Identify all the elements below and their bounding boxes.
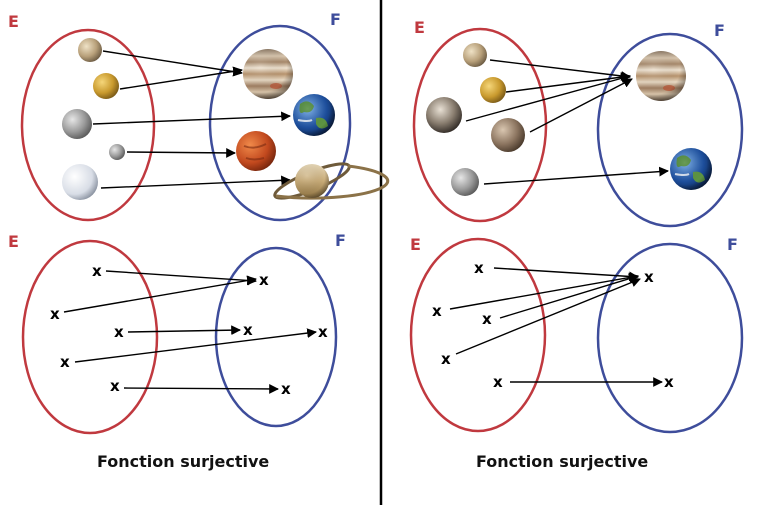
mars-icon xyxy=(236,131,276,171)
mapping-arrow xyxy=(105,270,257,286)
set-e-label: E xyxy=(414,18,425,37)
element-x: x xyxy=(493,373,503,391)
element-x: x xyxy=(243,321,253,339)
moon-icon xyxy=(93,73,119,99)
element-x: x xyxy=(318,323,328,341)
element-x: x xyxy=(644,268,654,286)
saturn-icon xyxy=(273,162,390,200)
set-e-ellipse xyxy=(409,237,547,433)
mapping-arrow xyxy=(489,59,631,81)
mapping-arrow xyxy=(102,50,243,77)
element-x: x xyxy=(482,310,492,328)
set-e-label: E xyxy=(8,12,19,31)
left-top-diagram: E F xyxy=(8,10,390,222)
element-x: x xyxy=(114,323,124,341)
set-e-label: E xyxy=(410,235,421,254)
mapping-arrow xyxy=(449,272,639,310)
mapping-arrow xyxy=(92,111,291,125)
element-x: x xyxy=(432,302,442,320)
set-e-label: E xyxy=(8,232,19,251)
moon-icon xyxy=(491,118,525,152)
moon-icon xyxy=(109,144,125,160)
moon-icon xyxy=(426,97,462,133)
mapping-arrow xyxy=(455,277,641,355)
mapping-arrow xyxy=(100,175,291,189)
mapping-arrow xyxy=(126,148,236,158)
element-x: x xyxy=(259,271,269,289)
mapping-arrow xyxy=(127,325,241,336)
moon-icon xyxy=(451,168,479,196)
earth-icon xyxy=(293,94,335,136)
set-f-label: F xyxy=(335,231,346,250)
jupiter-icon xyxy=(636,51,686,101)
mapping-arrow xyxy=(483,166,669,185)
set-f-label: F xyxy=(714,21,725,40)
element-x: x xyxy=(110,377,120,395)
moon-icon xyxy=(62,109,92,139)
moon-icon xyxy=(463,43,487,67)
element-x: x xyxy=(60,353,70,371)
earth-icon xyxy=(670,148,712,190)
mapping-arrow xyxy=(123,384,279,394)
element-x: x xyxy=(474,259,484,277)
moon-icon xyxy=(480,77,506,103)
set-f-label: F xyxy=(330,10,341,29)
set-f-ellipse xyxy=(596,242,744,434)
caption-right: Fonction surjective xyxy=(476,452,649,471)
set-f-label: F xyxy=(727,235,738,254)
element-x: x xyxy=(92,262,102,280)
mapping-arrow xyxy=(63,275,257,313)
right-top-diagram: E F xyxy=(412,18,744,228)
mapping-arrow xyxy=(499,273,639,319)
element-x: x xyxy=(50,305,60,323)
element-x: x xyxy=(441,350,451,368)
mapping-arrow xyxy=(529,78,633,133)
mapping-arrow xyxy=(465,73,631,122)
mapping-arrow xyxy=(493,267,639,282)
caption-left: Fonction surjective xyxy=(97,452,270,471)
element-x: x xyxy=(281,380,291,398)
set-e-ellipse xyxy=(412,27,548,223)
mapping-arrow xyxy=(74,328,317,363)
element-x: x xyxy=(664,373,674,391)
set-f-ellipse xyxy=(596,32,744,228)
set-f-ellipse xyxy=(208,24,352,222)
set-f-ellipse xyxy=(214,246,338,428)
mapping-arrow xyxy=(505,72,631,93)
set-e-ellipse xyxy=(21,239,159,435)
moon-icon xyxy=(78,38,102,62)
moon-icon xyxy=(62,164,98,200)
right-bottom-diagram: E F x x x x x x x xyxy=(409,235,744,434)
left-bottom-diagram: E F x x x x x x x x x xyxy=(8,231,346,435)
mapping-arrow xyxy=(119,66,243,90)
jupiter-icon xyxy=(243,49,293,99)
set-e-ellipse xyxy=(20,28,156,222)
